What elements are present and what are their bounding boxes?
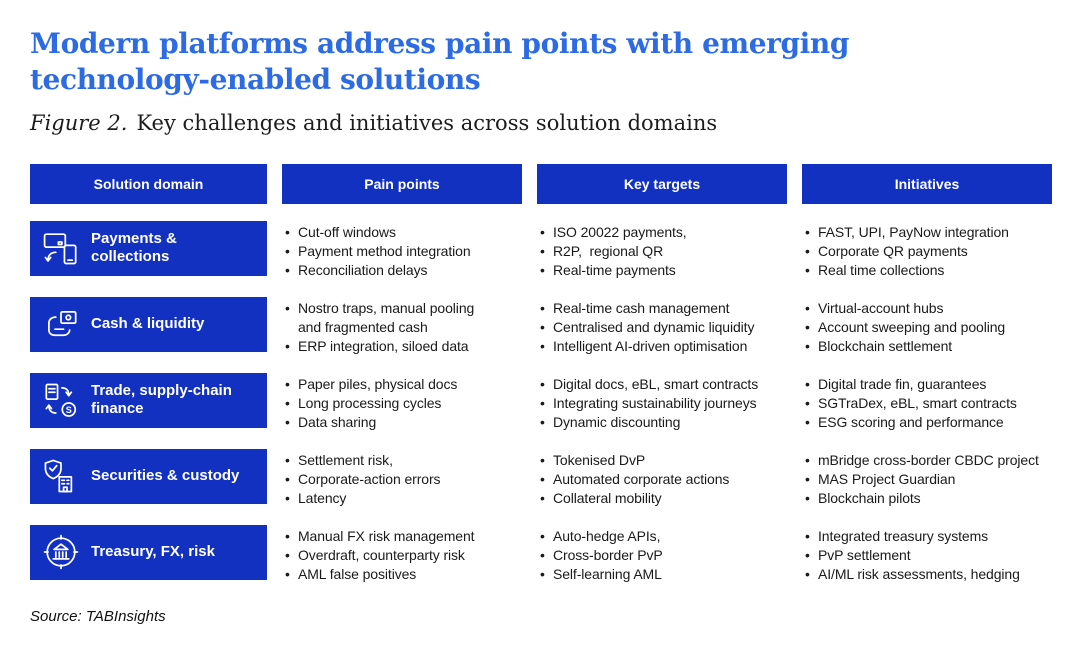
header-initiatives: Initiatives bbox=[802, 163, 1052, 204]
domain-label: Cash & liquidity bbox=[91, 314, 205, 332]
bullet-item: Cut-off windows bbox=[284, 223, 522, 242]
bullet-item: Integrating sustainability journeys bbox=[539, 394, 787, 413]
figure: Modern platforms address pain points wit… bbox=[0, 0, 1080, 625]
bullet-item: Latency bbox=[284, 489, 522, 508]
bullet-item: Settlement risk, bbox=[284, 451, 522, 470]
bullet-item: MAS Project Guardian bbox=[804, 470, 1052, 489]
bullet-item: Overdraft, counterparty risk bbox=[284, 546, 522, 565]
trade-docs-exchange-icon: S bbox=[42, 381, 80, 419]
bullet-item: Blockchain pilots bbox=[804, 489, 1052, 508]
figure-caption-label: Figure 2. bbox=[30, 110, 128, 135]
bullet-item: mBridge cross-border CBDC project bbox=[804, 451, 1052, 470]
domain-label: Trade, supply-chain finance bbox=[91, 381, 232, 418]
bullet-item: Nostro traps, manual pooling and fragmen… bbox=[284, 299, 522, 337]
figure-caption: Figure 2. Key challenges and initiatives … bbox=[30, 111, 1050, 135]
key-targets-list: Auto-hedge APIs,Cross-border PvPSelf-lea… bbox=[537, 525, 787, 584]
bullet-item: FAST, UPI, PayNow integration bbox=[804, 223, 1052, 242]
bullet-item: Paper piles, physical docs bbox=[284, 375, 522, 394]
pain-points-list: Paper piles, physical docsLong processin… bbox=[282, 373, 522, 432]
bullet-item: ISO 20022 payments, bbox=[539, 223, 787, 242]
pain-points-list: Settlement risk,Corporate-action errorsL… bbox=[282, 449, 522, 508]
initiatives-list: Integrated treasury systemsPvP settlemen… bbox=[802, 525, 1052, 584]
bullet-item: ESG scoring and performance bbox=[804, 413, 1052, 432]
key-targets-list: Tokenised DvPAutomated corporate actions… bbox=[537, 449, 787, 508]
domain-label: Securities & custody bbox=[91, 466, 240, 484]
figure-title-line2: technology-enabled solutions bbox=[30, 63, 481, 97]
bank-target-icon bbox=[42, 533, 80, 571]
figure-title: Modern platforms address pain points wit… bbox=[30, 26, 1050, 99]
bullet-item: Intelligent AI-driven optimisation bbox=[539, 337, 787, 356]
pain-points-list: Cut-off windowsPayment method integratio… bbox=[282, 221, 522, 280]
bullet-item: Centralised and dynamic liquidity bbox=[539, 318, 787, 337]
bullet-item: Real-time cash management bbox=[539, 299, 787, 318]
svg-text:S: S bbox=[66, 405, 72, 415]
initiatives-list: FAST, UPI, PayNow integrationCorporate Q… bbox=[802, 221, 1052, 280]
bullet-item: Real time collections bbox=[804, 261, 1052, 280]
bullet-item: Manual FX risk management bbox=[284, 527, 522, 546]
bullet-item: Collateral mobility bbox=[539, 489, 787, 508]
domain-cell: Treasury, FX, risk bbox=[30, 524, 267, 580]
initiatives-list: Virtual-account hubsAccount sweeping and… bbox=[802, 297, 1052, 356]
cash-in-hand-icon bbox=[42, 305, 80, 343]
domain-cell: Cash & liquidity bbox=[30, 296, 267, 352]
bullet-item: Tokenised DvP bbox=[539, 451, 787, 470]
key-targets-list: Real-time cash managementCentralised and… bbox=[537, 297, 787, 356]
bullet-item: AML false positives bbox=[284, 565, 522, 584]
domain-cell: S Trade, supply-chain finance bbox=[30, 372, 267, 428]
bullet-item: R2P, regional QR bbox=[539, 242, 787, 261]
bullet-item: Reconciliation delays bbox=[284, 261, 522, 280]
bullet-item: Real-time payments bbox=[539, 261, 787, 280]
bullet-item: Automated corporate actions bbox=[539, 470, 787, 489]
domain-label: Treasury, FX, risk bbox=[91, 542, 215, 560]
header-pain-points: Pain points bbox=[282, 163, 522, 204]
bullet-item: PvP settlement bbox=[804, 546, 1052, 565]
bullet-item: Payment method integration bbox=[284, 242, 522, 261]
bullet-item: Corporate QR payments bbox=[804, 242, 1052, 261]
key-targets-list: ISO 20022 payments,R2P, regional QRReal-… bbox=[537, 221, 787, 280]
bullet-item: Self-learning AML bbox=[539, 565, 787, 584]
card-phone-transfer-icon bbox=[42, 229, 80, 267]
shield-check-building-icon bbox=[42, 457, 80, 495]
bullet-item: Integrated treasury systems bbox=[804, 527, 1052, 546]
bullet-item: SGTraDex, eBL, smart contracts bbox=[804, 394, 1052, 413]
bullet-item: Data sharing bbox=[284, 413, 522, 432]
bullet-item: Corporate-action errors bbox=[284, 470, 522, 489]
figure-title-line1: Modern platforms address pain points wit… bbox=[30, 27, 850, 60]
bullet-item: Blockchain settlement bbox=[804, 337, 1052, 356]
pain-points-list: Nostro traps, manual pooling and fragmen… bbox=[282, 297, 522, 356]
key-targets-list: Digital docs, eBL, smart contractsIntegr… bbox=[537, 373, 787, 432]
bullet-item: Long processing cycles bbox=[284, 394, 522, 413]
initiatives-list: mBridge cross-border CBDC projectMAS Pro… bbox=[802, 449, 1052, 508]
bullet-item: ERP integration, siloed data bbox=[284, 337, 522, 356]
domain-label: Payments & collections bbox=[91, 229, 177, 266]
bullet-item: AI/ML risk assessments, hedging bbox=[804, 565, 1052, 584]
bullet-item: Auto-hedge APIs, bbox=[539, 527, 787, 546]
bullet-item: Cross-border PvP bbox=[539, 546, 787, 565]
domains-table: Solution domain Pain points Key targets … bbox=[30, 163, 1052, 584]
bullet-item: Virtual-account hubs bbox=[804, 299, 1052, 318]
source-note: Source: TABInsights bbox=[30, 607, 166, 625]
domain-cell: Payments & collections bbox=[30, 220, 267, 276]
bullet-item: Digital trade fin, guarantees bbox=[804, 375, 1052, 394]
figure-caption-text: Key challenges and initiatives across so… bbox=[136, 110, 718, 135]
bullet-item: Dynamic discounting bbox=[539, 413, 787, 432]
bullet-item: Digital docs, eBL, smart contracts bbox=[539, 375, 787, 394]
header-key-targets: Key targets bbox=[537, 163, 787, 204]
bullet-item: Account sweeping and pooling bbox=[804, 318, 1052, 337]
pain-points-list: Manual FX risk managementOverdraft, coun… bbox=[282, 525, 522, 584]
domain-cell: Securities & custody bbox=[30, 448, 267, 504]
initiatives-list: Digital trade fin, guaranteesSGTraDex, e… bbox=[802, 373, 1052, 432]
header-solution-domain: Solution domain bbox=[30, 163, 267, 204]
